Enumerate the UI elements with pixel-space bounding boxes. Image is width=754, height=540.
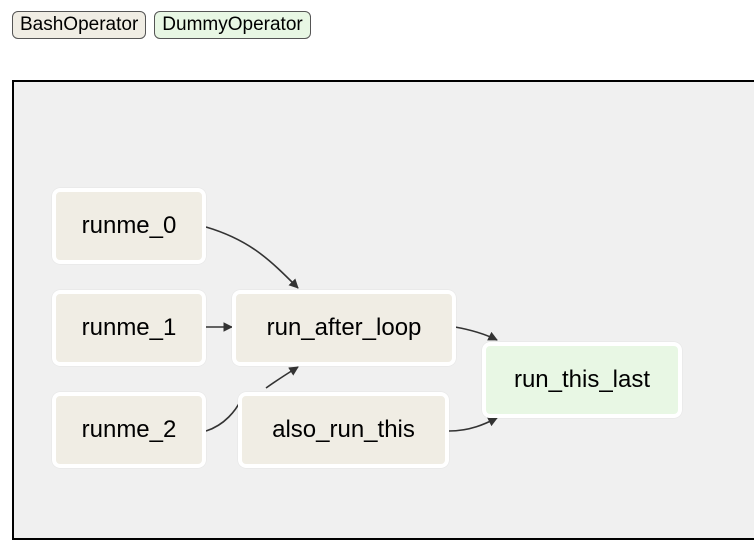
task-node-run-this-last[interactable]: run_this_last <box>482 342 682 418</box>
task-label: runme_1 <box>81 314 177 341</box>
task-label: run_after_loop <box>266 314 422 341</box>
task-node-runme-2[interactable]: runme_2 <box>52 392 206 468</box>
task-node-runme-1[interactable]: runme_1 <box>52 290 206 366</box>
legend-bash-operator[interactable]: BashOperator <box>12 11 147 39</box>
task-label: runme_0 <box>81 212 177 239</box>
task-node-run-after-loop[interactable]: run_after_loop <box>232 290 456 366</box>
operator-legend: BashOperator DummyOperator <box>12 11 311 39</box>
task-node-runme-0[interactable]: runme_0 <box>52 188 206 264</box>
task-label: run_this_last <box>513 366 651 393</box>
task-label: also_run_this <box>272 416 415 443</box>
task-node-also-run-this[interactable]: also_run_this <box>238 392 449 468</box>
legend-dummy-operator[interactable]: DummyOperator <box>154 11 311 39</box>
task-label: runme_2 <box>81 416 177 443</box>
